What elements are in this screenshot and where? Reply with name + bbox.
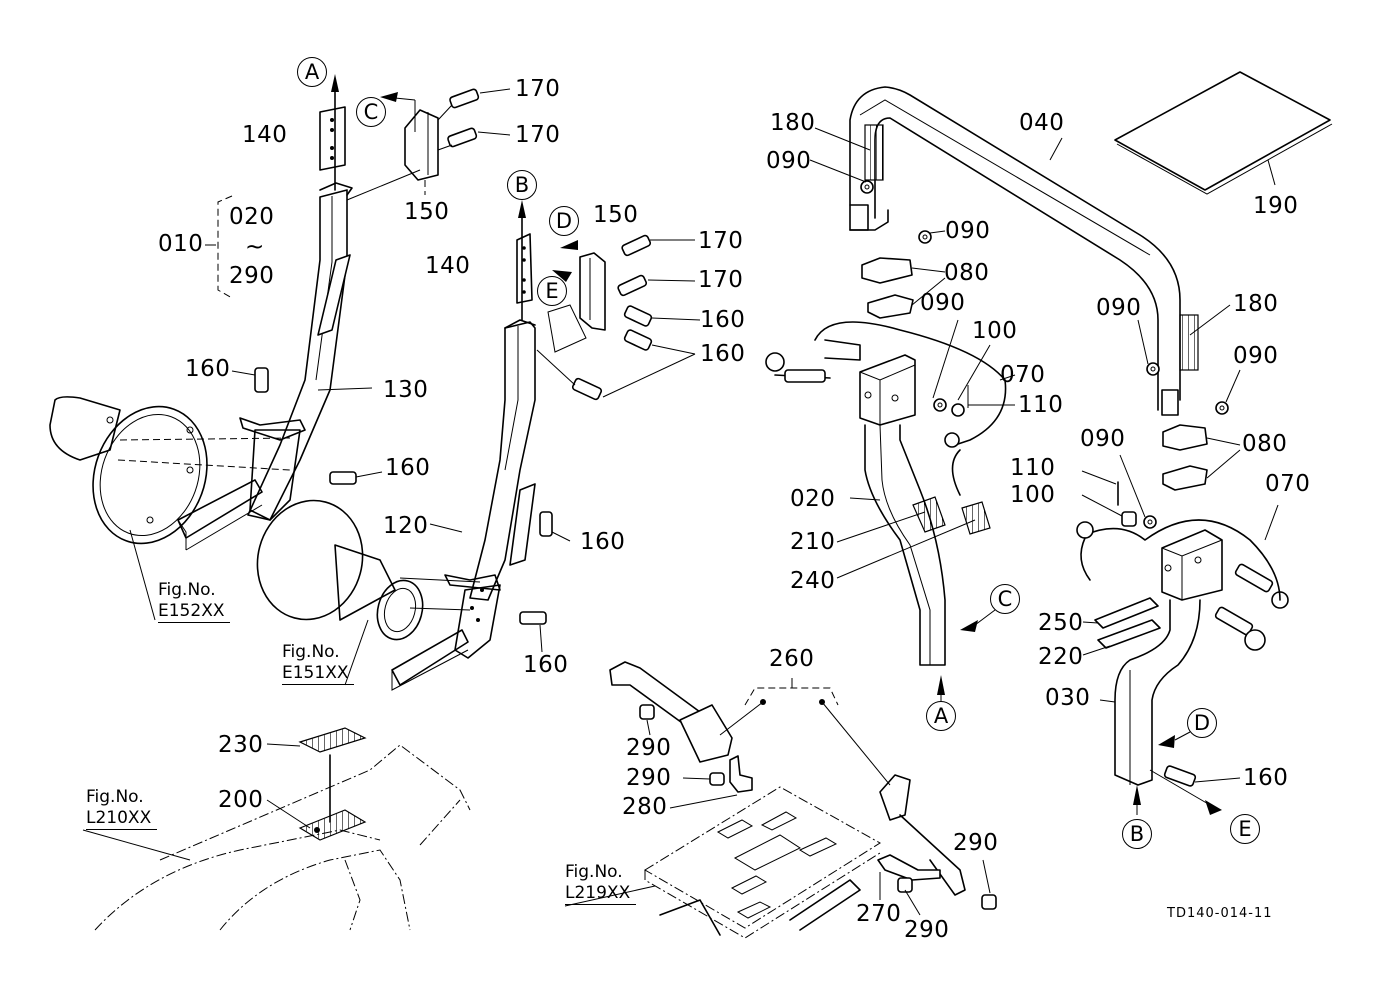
part-label-140: 140	[242, 122, 288, 148]
part-label-290: 290	[904, 917, 950, 943]
part-label-130: 130	[383, 377, 429, 403]
part-label-140: 140	[425, 253, 471, 279]
part-label-070: 070	[1265, 471, 1311, 497]
part-label-250: 250	[1038, 610, 1084, 636]
range-tilde: ~	[245, 234, 265, 260]
part-label-090: 090	[1096, 295, 1142, 321]
figure-reference-l219xx[interactable]: Fig.No. L219XX	[565, 862, 637, 905]
part-label-180: 180	[770, 110, 816, 136]
part-label-210: 210	[790, 529, 836, 555]
figure-code[interactable]: E152XX	[158, 601, 231, 623]
part-label-270: 270	[856, 901, 902, 927]
part-label-190: 190	[1253, 193, 1299, 219]
part-label-160: 160	[385, 455, 431, 481]
axle-housing-e152xx	[49, 396, 291, 621]
reference-circle-c: C	[990, 584, 1020, 614]
part-label-100: 100	[1010, 482, 1056, 508]
part-label-160: 160	[1243, 765, 1289, 791]
reference-circle-b: B	[1122, 819, 1152, 849]
axle-housing-e151xx	[256, 499, 481, 686]
bracket-140-middle	[516, 200, 533, 321]
part-label-150: 150	[593, 202, 639, 228]
reference-circle-d: D	[1187, 708, 1217, 738]
operator-manual-190	[1114, 71, 1333, 195]
reference-circle-b: B	[507, 170, 537, 200]
part-label-110: 110	[1010, 455, 1056, 481]
part-label-160: 160	[700, 341, 746, 367]
bolts-160-left	[231, 367, 571, 653]
part-label-260: 260	[769, 646, 815, 672]
part-label-030: 030	[1045, 685, 1091, 711]
hinge-bracket-left	[765, 321, 1016, 705]
hinge-bracket-right	[1076, 470, 1289, 815]
figure-caption: Fig.No.	[158, 580, 216, 600]
part-label-090: 090	[1233, 343, 1279, 369]
part-label-080: 080	[1242, 431, 1288, 457]
part-label-010: 010	[158, 231, 204, 257]
part-label-020-range-start: 020	[229, 204, 275, 230]
rops-frame-040	[849, 86, 1199, 416]
reference-circle-a: A	[297, 57, 327, 87]
part-label-070: 070	[1000, 362, 1046, 388]
part-label-240: 240	[790, 568, 836, 594]
reference-circle-e: E	[1230, 814, 1260, 844]
part-label-230: 230	[218, 732, 264, 758]
part-label-290: 290	[953, 830, 999, 856]
part-label-200: 200	[218, 787, 264, 813]
part-label-080: 080	[944, 260, 990, 286]
part-label-120: 120	[383, 513, 429, 539]
bolts-middle	[536, 234, 701, 401]
part-label-160: 160	[185, 356, 231, 382]
part-label-020: 020	[790, 486, 836, 512]
reference-circle-e: E	[537, 276, 567, 306]
figure-code[interactable]: E151XX	[282, 663, 355, 685]
part-label-280: 280	[622, 794, 668, 820]
figure-reference-e151xx[interactable]: Fig.No. E151XX	[282, 642, 355, 685]
part-label-170: 170	[698, 267, 744, 293]
part-label-220: 220	[1038, 644, 1084, 670]
bracket-140-left	[319, 74, 346, 191]
bolts-170-left	[437, 88, 511, 151]
part-label-290-range-end: 290	[229, 263, 275, 289]
part-label-090: 090	[766, 148, 812, 174]
bracket-150-left	[346, 92, 439, 201]
seat-frame-l219xx	[564, 661, 997, 939]
fender-l210xx	[82, 727, 471, 931]
figure-caption: Fig.No.	[565, 862, 623, 882]
figure-caption: Fig.No.	[282, 642, 340, 662]
part-label-160: 160	[580, 529, 626, 555]
figure-reference-l210xx[interactable]: Fig.No. L210XX	[86, 787, 158, 830]
right-rops-stay-120	[391, 319, 536, 691]
part-label-170: 170	[698, 228, 744, 254]
part-label-090: 090	[945, 218, 991, 244]
drawing-number: TD140-014-11	[1167, 906, 1273, 921]
assembly-group-bracket	[205, 195, 233, 299]
part-label-150: 150	[404, 199, 450, 225]
reference-circle-c: C	[356, 97, 386, 127]
reference-circle-a: A	[926, 701, 956, 731]
part-label-110: 110	[1018, 392, 1064, 418]
bracket-150-middle	[547, 240, 606, 353]
reference-circle-d: D	[549, 206, 579, 236]
part-label-170: 170	[515, 122, 561, 148]
part-label-170: 170	[515, 76, 561, 102]
washers-and-caps	[809, 127, 1241, 529]
part-label-290: 290	[626, 765, 672, 791]
part-label-160: 160	[523, 652, 569, 678]
part-label-160: 160	[700, 307, 746, 333]
part-label-090: 090	[920, 290, 966, 316]
part-label-040: 040	[1019, 110, 1065, 136]
figure-code[interactable]: L210XX	[86, 808, 158, 830]
figure-caption: Fig.No.	[86, 787, 144, 807]
part-label-090: 090	[1080, 426, 1126, 452]
left-rops-stay-130	[177, 182, 353, 551]
part-label-180: 180	[1233, 291, 1279, 317]
figure-reference-e152xx[interactable]: Fig.No. E152XX	[158, 580, 231, 623]
figure-code[interactable]: L219XX	[565, 883, 637, 905]
part-label-100: 100	[972, 318, 1018, 344]
part-label-290: 290	[626, 735, 672, 761]
